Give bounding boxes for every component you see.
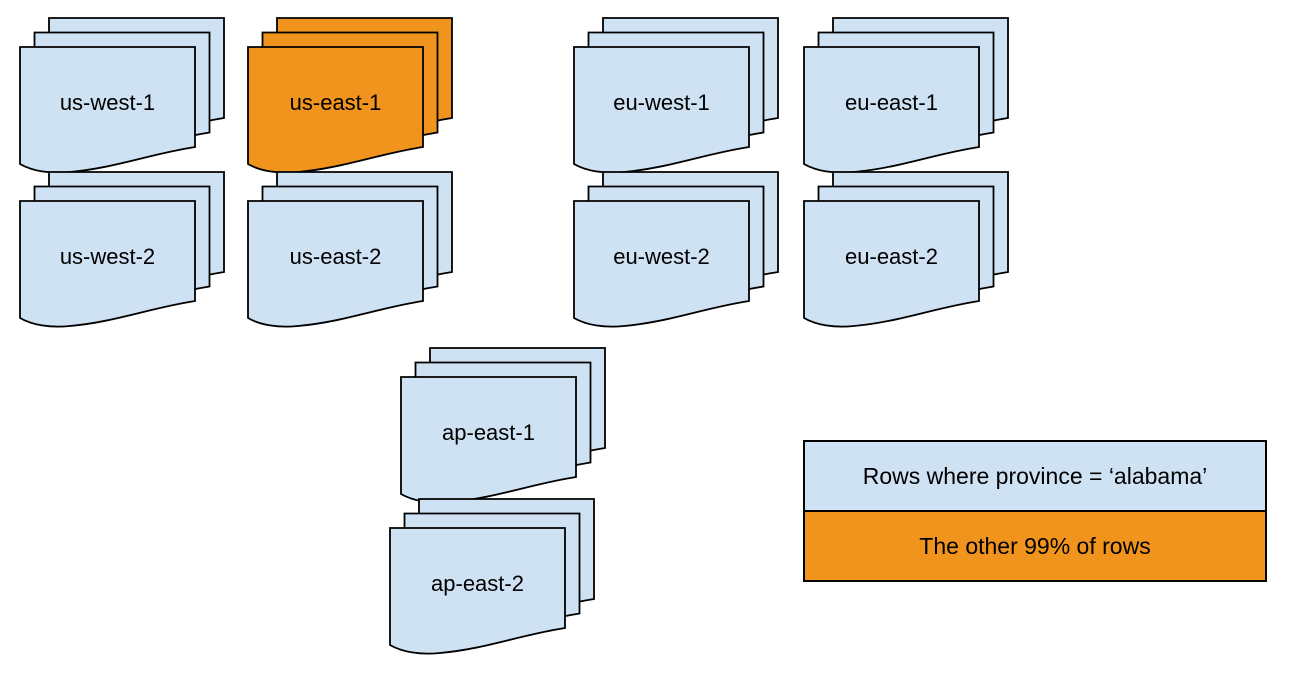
region-stack-eu-east-1: eu-east-1 — [803, 17, 1009, 177]
region-label: eu-west-1 — [613, 90, 710, 115]
legend-item-label: Rows where province = ‘alabama’ — [862, 462, 1208, 489]
region-stack-eu-west-1: eu-west-1 — [573, 17, 779, 177]
region-stack-ap-east-1: ap-east-1 — [400, 347, 606, 507]
region-label: ap-east-2 — [431, 571, 524, 596]
region-stack-us-east-2: us-east-2 — [247, 171, 453, 331]
legend-item-other-rows: The other 99% of rows — [805, 512, 1265, 580]
region-label: us-west-2 — [59, 244, 156, 269]
legend-item-alabama-rows: Rows where province = ‘alabama’ — [805, 442, 1265, 512]
legend-item-label: The other 99% of rows — [919, 532, 1151, 559]
region-stack-us-east-1: us-east-1 — [247, 17, 453, 177]
region-label: eu-west-2 — [613, 244, 710, 269]
region-stack-us-west-1: us-west-1 — [19, 17, 225, 177]
region-label: us-east-1 — [289, 90, 382, 115]
legend: Rows where province = ‘alabama’ The othe… — [803, 440, 1267, 582]
region-label: eu-east-1 — [845, 90, 938, 115]
region-label: ap-east-1 — [442, 420, 535, 445]
region-label: eu-east-2 — [845, 244, 938, 269]
region-label: us-east-2 — [289, 244, 382, 269]
region-stack-ap-east-2: ap-east-2 — [389, 498, 595, 658]
region-label: us-west-1 — [59, 90, 156, 115]
region-stack-eu-west-2: eu-west-2 — [573, 171, 779, 331]
region-stack-us-west-2: us-west-2 — [19, 171, 225, 331]
region-stack-eu-east-2: eu-east-2 — [803, 171, 1009, 331]
